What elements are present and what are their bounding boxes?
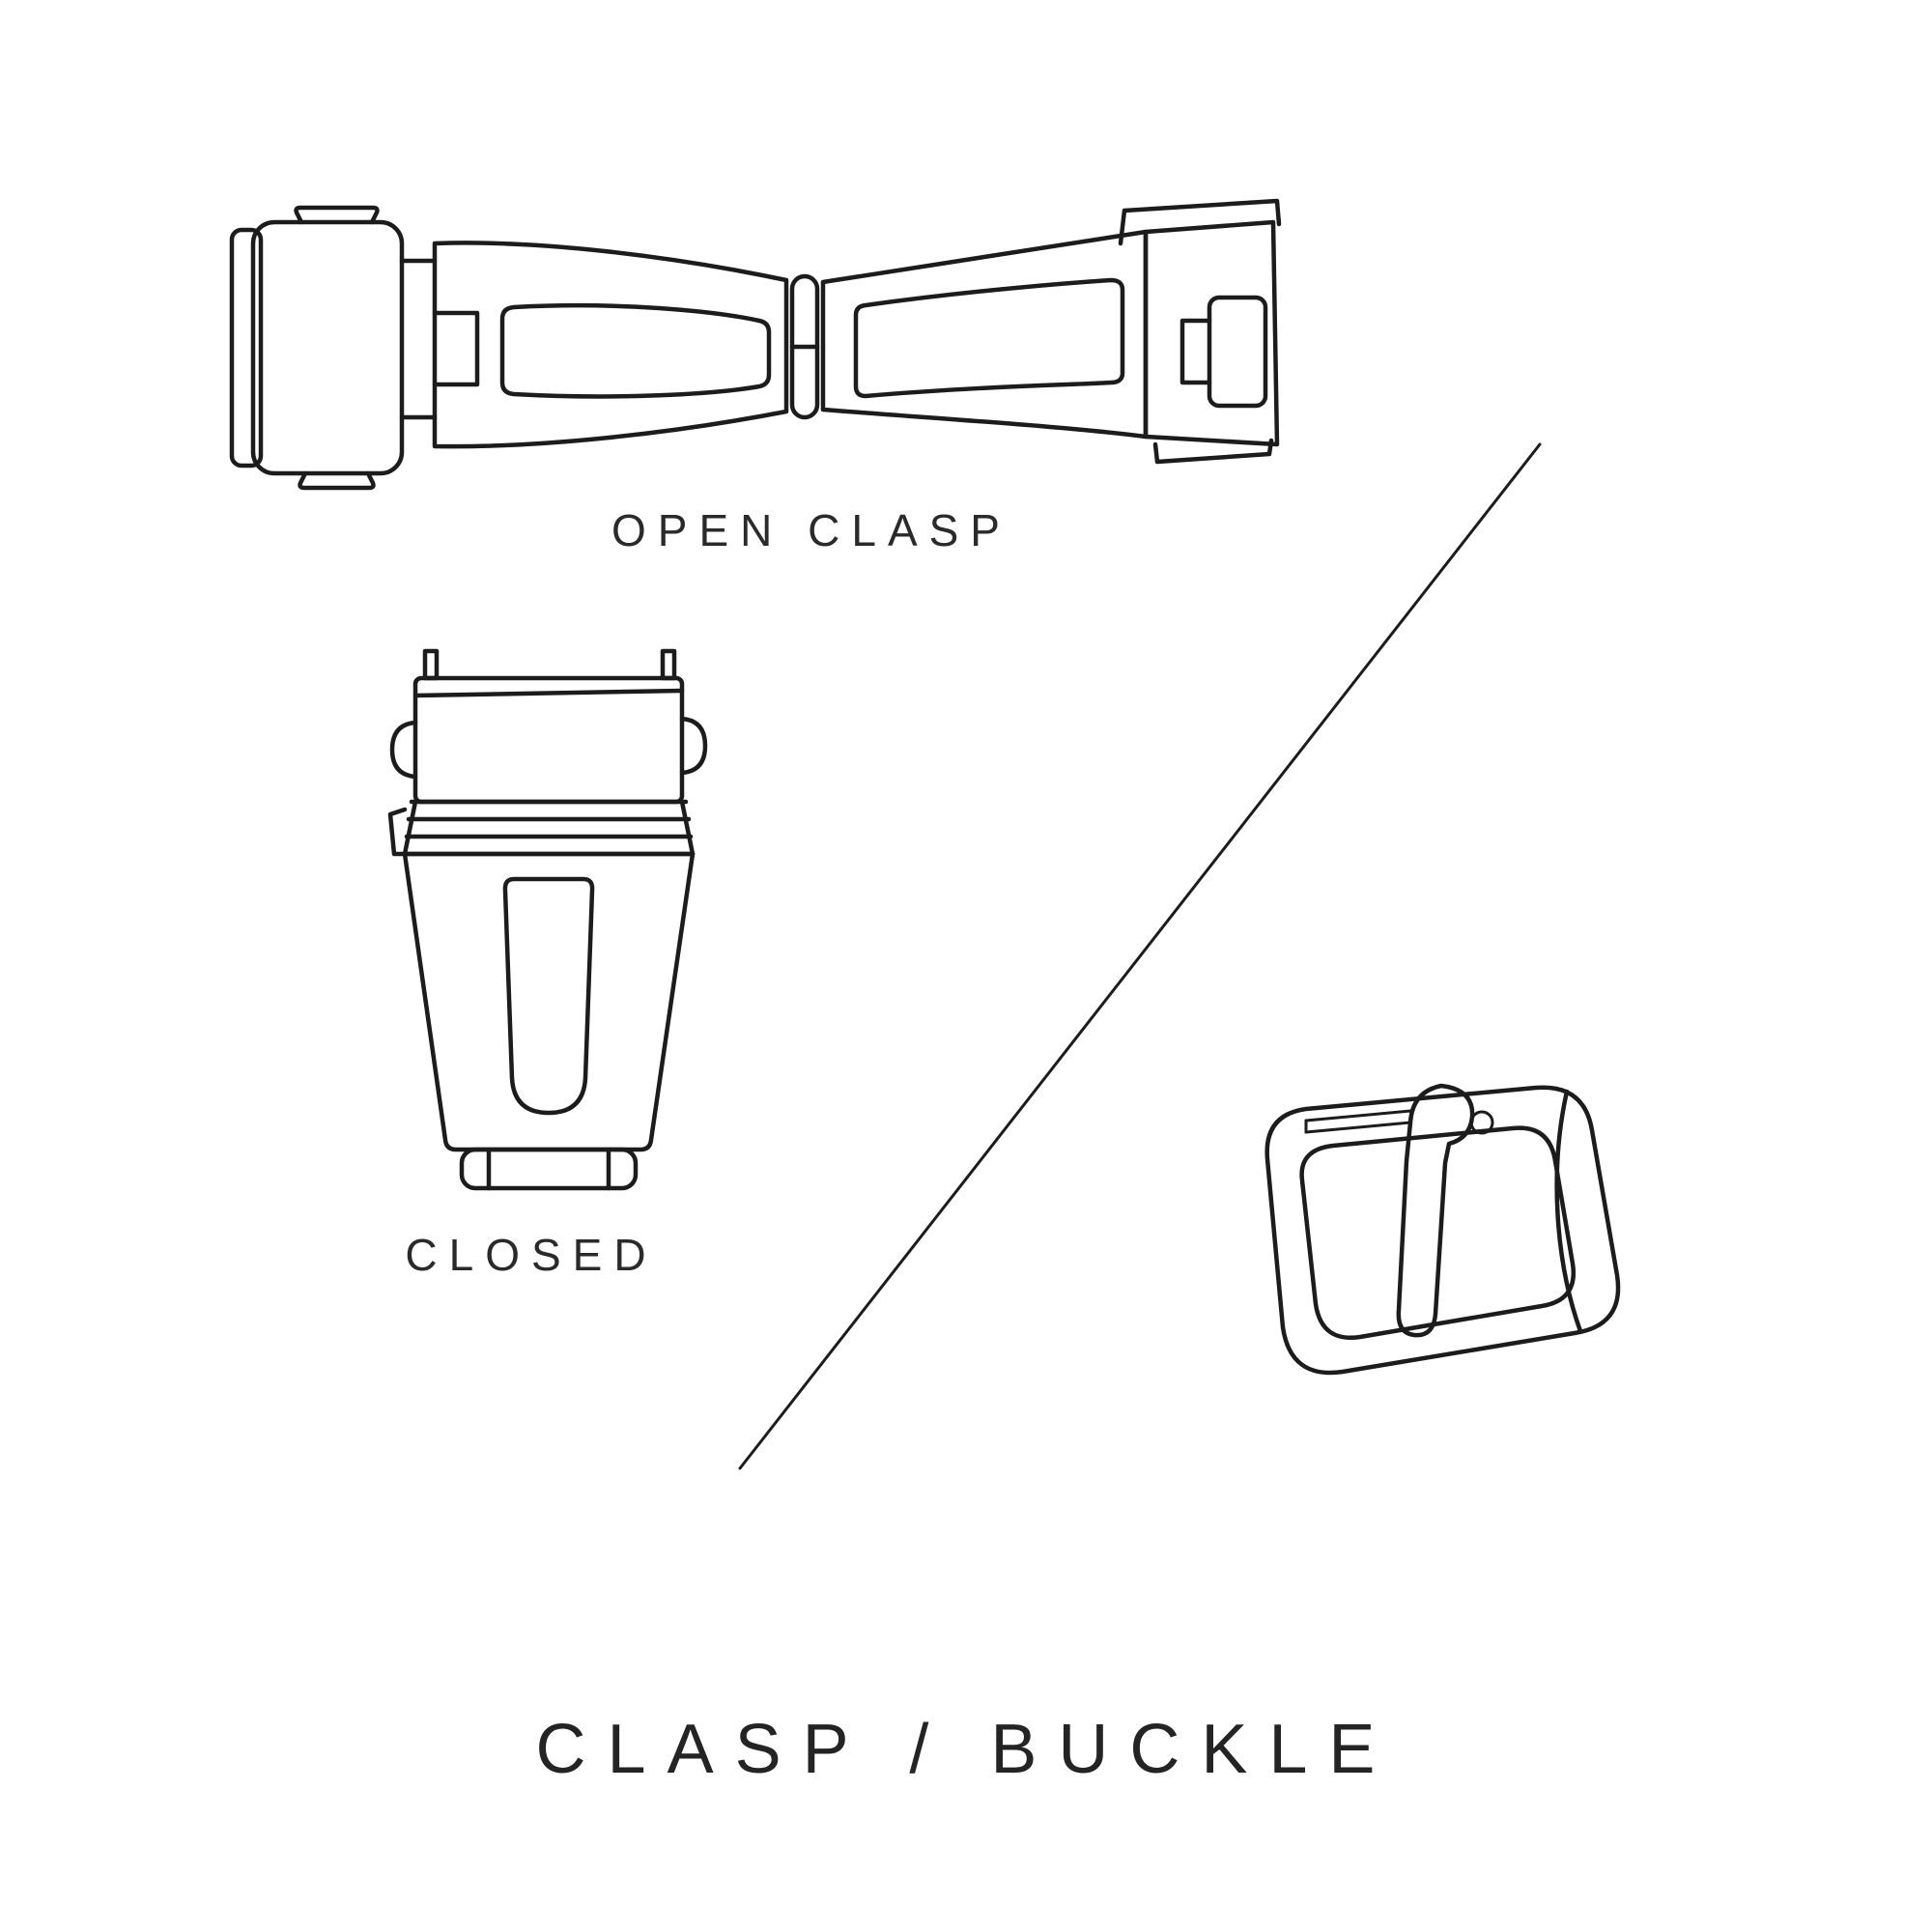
- closed-clasp-inner-outline: [502, 876, 595, 1116]
- buckle-outer-frame: [1264, 1085, 1621, 1376]
- diagonal-divider-line: [738, 442, 1542, 1470]
- open-clasp-right-bottom-lip: [1152, 438, 1274, 465]
- open-clasp-left-block: [250, 219, 405, 476]
- pin-buckle-illustration: [1264, 1083, 1621, 1376]
- closed-clasp-left-fold: [387, 807, 408, 857]
- page-title: CLASP / BUCKLE: [535, 1711, 1397, 1788]
- closed-clasp-left-tab: [389, 720, 418, 780]
- open-clasp-right-inner-outline: [853, 277, 1125, 399]
- open-clasp-caption: OPEN CLASP: [611, 505, 1011, 555]
- open-clasp-catch-hook: [1179, 318, 1212, 385]
- open-clasp-top-tab: [294, 205, 380, 225]
- closed-clasp-caption: CLOSED: [405, 1230, 658, 1280]
- buckle-right-contour: [1554, 1089, 1583, 1334]
- open-clasp-right-block: [1143, 219, 1280, 447]
- buckle-inner-opening: [1299, 1125, 1577, 1341]
- open-clasp-catch: [1207, 295, 1268, 409]
- open-clasp-illustration: [229, 198, 1282, 491]
- closed-clasp-prong-right: [660, 648, 677, 681]
- closed-clasp-prong-left: [422, 648, 440, 681]
- closed-clasp-right-tab: [679, 716, 708, 776]
- open-clasp-right-arm: [820, 229, 1149, 440]
- buckle-pin-bar: [1304, 1109, 1412, 1122]
- closed-clasp-body: [402, 851, 696, 1152]
- open-clasp-bottom-tab: [298, 470, 376, 491]
- open-clasp-left-strip: [229, 227, 264, 469]
- closed-clasp-illustration: [387, 648, 708, 1191]
- open-clasp-left-arm: [432, 241, 789, 449]
- open-clasp-right-top-lip: [1118, 198, 1282, 246]
- buckle-prong: [1396, 1083, 1475, 1338]
- open-clasp-left-inner-outline: [499, 302, 772, 399]
- closed-clasp-foot: [459, 1147, 639, 1191]
- open-clasp-left-notch: [432, 310, 480, 387]
